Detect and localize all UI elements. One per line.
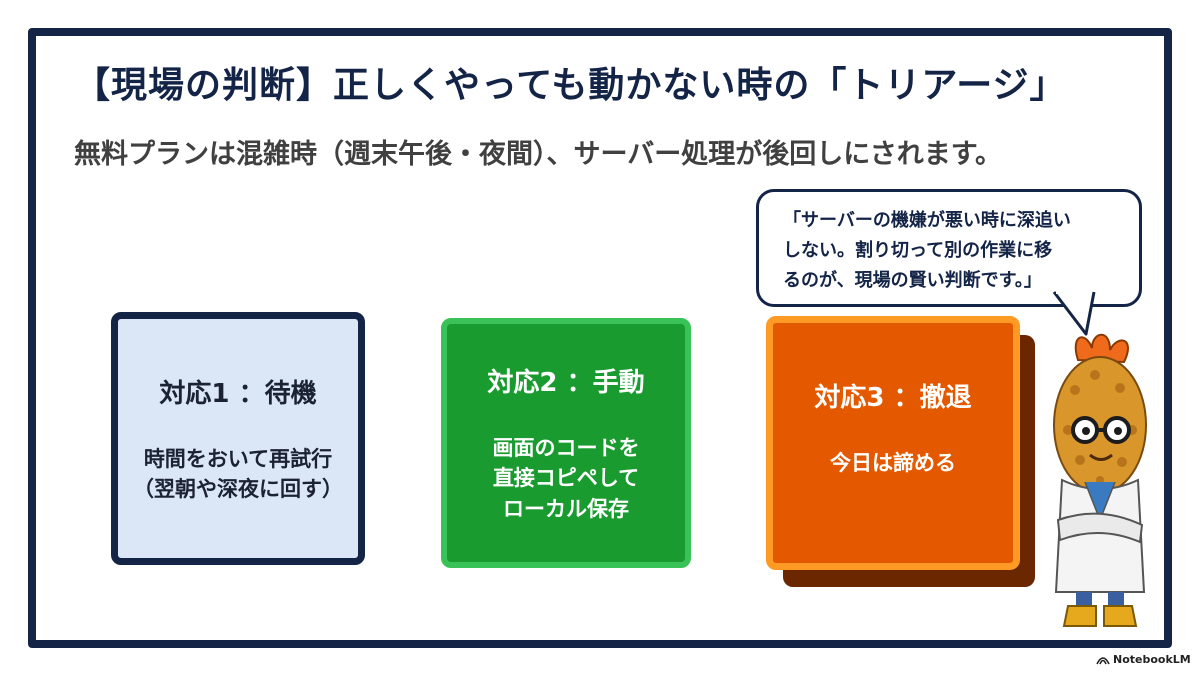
card-text-line: 今日は諦める: [830, 451, 956, 475]
watermark-text: NotebookLM: [1113, 653, 1191, 666]
speech-line: しない。割り切って別の作業に移: [783, 240, 1053, 261]
option-card-body: 画面のコードを直接コピペしてローカル保存: [447, 433, 685, 524]
card-text-line: 時間をおいて再試行: [143, 447, 333, 471]
card-text-line: 直接コピペして: [492, 466, 640, 491]
option-card-heading: 対応1 ：待機: [159, 379, 317, 409]
speech-bubble: 「サーバーの機嫌が悪い時に深追い しない。割り切って別の作業に移 るのが、現場の…: [756, 189, 1142, 307]
notebooklm-logo-icon: [1096, 657, 1110, 665]
option-card-wait: 対応1 ：待機 時間をおいて再試行 （翌朝や深夜に回す）: [111, 312, 365, 565]
slide-subtitle: 無料プランは混雑時（週末午後・夜間）、サーバー処理が後回しにされます。: [74, 139, 1002, 170]
card-text-line: 画面のコードを: [492, 436, 640, 460]
card-text-line: ローカル保存: [503, 496, 629, 521]
option-card-heading: 対応3 ：撤退: [814, 383, 972, 413]
option-card-retreat: 対応3 ：撤退 今日は諦める: [766, 316, 1020, 570]
speech-line: 「サーバーの機嫌が悪い時に深追い: [783, 210, 1071, 231]
speech-line: るのが、現場の賢い判断です。」: [783, 270, 1042, 291]
option-card-body: 今日は諦める: [773, 448, 1013, 478]
option-card-body: 時間をおいて再試行 （翌朝や深夜に回す）: [118, 444, 358, 505]
fried-shrimp-scientist-mascot: [1053, 333, 1147, 627]
notebooklm-watermark: NotebookLM: [1096, 653, 1191, 666]
speech-bubble-tail: [1052, 290, 1096, 336]
option-card-manual: 対応2 ：手動 画面のコードを直接コピペしてローカル保存: [441, 318, 691, 568]
card-text-line: （翌朝や深夜に回す）: [133, 477, 343, 502]
slide-title: 【現場の判断】正しくやっても動かない時の「トリアージ」: [74, 65, 1067, 106]
option-card-heading: 対応2 ：手動: [487, 368, 645, 398]
